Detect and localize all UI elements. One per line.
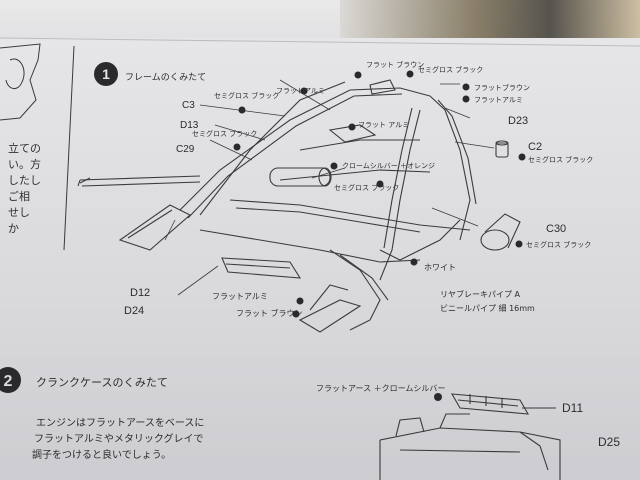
background-object [340, 0, 640, 40]
paint-dot [348, 123, 356, 131]
paint-dot [462, 95, 470, 103]
paint-dot [406, 70, 414, 78]
part-number: D11 [562, 401, 583, 415]
paint-label-flat-brown: フラットブラウン [474, 83, 530, 92]
step-number: 2 [4, 373, 13, 390]
step-number: 1 [102, 66, 110, 82]
step2-callouts: フラットアース ＋クロームシルバー D11 D25 [316, 384, 620, 449]
instruction-sheet [0, 38, 640, 480]
paint-dot [238, 106, 246, 114]
paint-dot [330, 162, 338, 170]
paint-label-semigloss-black: セミグロス ブラック [334, 183, 399, 192]
paint-label-white: ホワイト [424, 263, 456, 272]
paint-label-flat-aluminium: フラットアルミ [212, 292, 268, 301]
step-number-badge [0, 367, 21, 393]
paint-dot [515, 240, 523, 248]
paint-label-semigloss-black: セミグロス ブラック [528, 155, 593, 164]
leader-lines [164, 79, 495, 296]
paint-dot [300, 87, 308, 95]
crankcase-drawing [379, 393, 561, 480]
paint-label-semigloss-black: セミグロス ブラック [214, 91, 279, 100]
step-title: クランクケースのくみたて [36, 376, 168, 389]
part-number: C3 [182, 100, 195, 111]
paint-label-semigloss-black: セミグロス ブラック [418, 65, 483, 74]
paint-label-flat-aluminium: フラットアルミ [276, 87, 325, 95]
svg-text:立ての: 立ての [8, 141, 41, 155]
step1-header: 1 フレームのくみたて [94, 62, 206, 86]
paint-callouts [233, 70, 526, 318]
paint-dot [296, 297, 304, 305]
part-number: D12 [130, 287, 150, 299]
part-numbers: C3 D13 C29 D23 C2 C30 D12 D24 [124, 100, 566, 317]
paint-label-flat-brown: フラット ブラウン [236, 308, 303, 318]
paint-dot [233, 143, 241, 151]
paint-label-flat-earth: フラットアース ＋クロームシルバー [316, 384, 445, 393]
step-number-badge [94, 62, 118, 86]
part-number: C30 [546, 223, 566, 235]
part-label-rear-brake-pipe: リヤブレーキパイプ A [440, 289, 521, 299]
part-number: D23 [508, 115, 528, 127]
step2-instructions: エンジンはフラットアースをベースに フラットアルミやメタリックグレイで 調子をつ… [32, 417, 204, 461]
instruction-line: 調子をつけると良いでしょう。 [32, 448, 171, 461]
instruction-line: エンジンはフラットアースをベースに [36, 417, 204, 429]
step1-labels: フラット ブラウン セミグロス ブラック フラットブラウン フラットアルミ フラ… [192, 60, 593, 318]
part-number: C2 [528, 141, 542, 153]
step-title: フレームのくみたて [125, 72, 206, 83]
paint-label-chrome-silver-orange: クロームシルバー ＋オレンジ [342, 162, 435, 170]
part-label-vinyl-pipe: ビニールパイプ 細 16mm [440, 303, 535, 313]
paint-label-flat-aluminium: フラットアルミ [474, 96, 523, 104]
svg-text:ご相: ご相 [8, 189, 30, 203]
paint-dot [376, 180, 384, 188]
svg-text:い。方: い。方 [8, 157, 41, 171]
paint-label-semigloss-black: セミグロス ブラック [526, 240, 591, 249]
paint-dot [434, 393, 442, 401]
svg-text:か: か [8, 222, 19, 235]
paint-dot [354, 71, 362, 79]
paint-label-semigloss-black: セミグロス ブラック [192, 129, 257, 138]
svg-text:したし: したし [8, 174, 41, 187]
left-illustration [0, 43, 75, 251]
part-number: D25 [598, 435, 620, 449]
part-number: C29 [176, 144, 195, 155]
paint-dot [462, 83, 470, 91]
paint-label-flat-brown: フラット ブラウン [366, 60, 424, 69]
svg-text:せし: せし [8, 206, 30, 219]
instruction-line: フラットアルミやメタリックグレイで [34, 432, 204, 445]
paint-dot [410, 258, 418, 266]
paint-label-flat-aluminium: フラット アルミ [358, 121, 409, 129]
part-number: D24 [124, 305, 144, 317]
step2-header: 2 クランクケースのくみたて [0, 367, 168, 393]
paint-dot [292, 310, 300, 318]
part-number: D13 [180, 120, 199, 131]
side-text: 立ての い。方 したし ご相 せし か [8, 141, 41, 235]
paint-dot [518, 153, 526, 161]
